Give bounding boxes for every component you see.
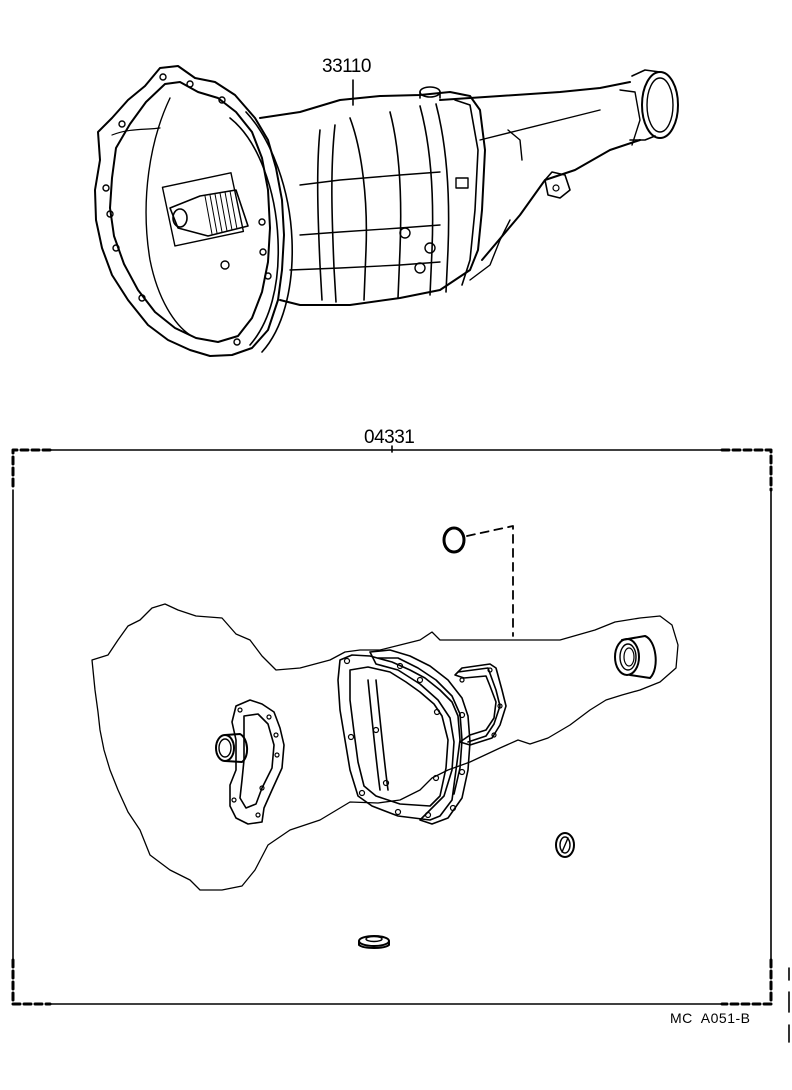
rear-oil-seal [614, 635, 657, 679]
o-ring [442, 526, 466, 554]
shift-lever-housing-gasket [454, 663, 507, 746]
reference-code: MC A051-B [670, 1010, 751, 1026]
small-oil-seal [555, 832, 575, 858]
part-label-04331: 04331 [364, 427, 415, 448]
part-label-33110: 33110 [322, 56, 371, 77]
phantom-transmission-outline [91, 603, 679, 891]
kit-contents [91, 525, 679, 949]
front-oil-seal [215, 733, 248, 763]
case-gasket-bolt-holes [343, 657, 466, 819]
transmission-assembly-33110 [94, 65, 679, 357]
kit-frame-04331 [11, 445, 773, 1006]
case-gasket-front [337, 654, 461, 821]
seal-washer [358, 935, 390, 949]
